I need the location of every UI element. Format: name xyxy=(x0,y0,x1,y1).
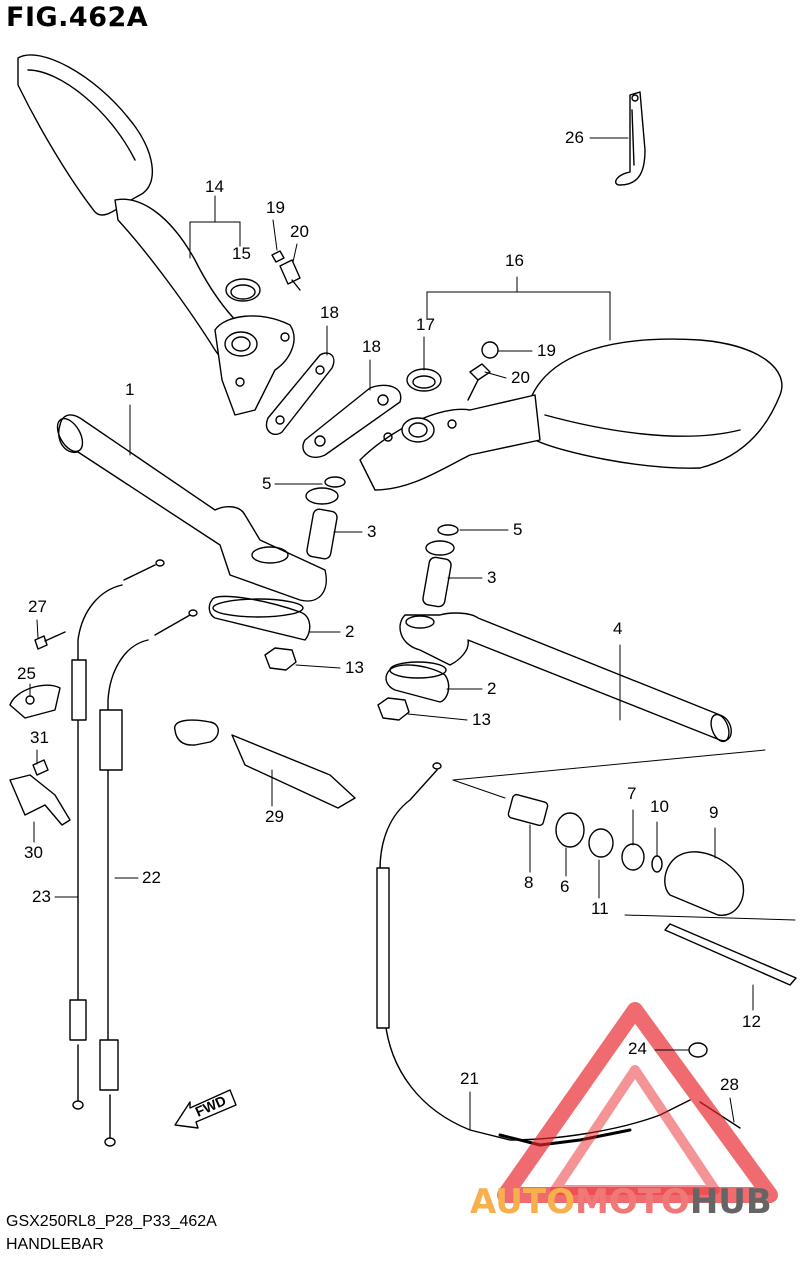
bolt-20-right xyxy=(467,363,491,401)
section-name: HANDLEBAR xyxy=(6,1236,104,1253)
collar-7 xyxy=(621,843,645,871)
callout-c10: 10 xyxy=(650,797,669,816)
callout-c30: 30 xyxy=(24,843,43,862)
callout-c26: 26 xyxy=(565,128,584,147)
callout-c11: 11 xyxy=(591,899,609,918)
washer-10 xyxy=(651,855,663,873)
handlebar-right xyxy=(399,612,732,743)
callout-c16: 16 xyxy=(505,251,524,270)
screw-31 xyxy=(32,759,49,776)
cable-guide-29 xyxy=(174,719,356,809)
bracket-26 xyxy=(615,91,646,186)
right-mirror xyxy=(359,338,783,491)
callout-c29: 29 xyxy=(265,807,284,826)
leader-line-c13a xyxy=(295,664,341,669)
clutch-cable-21 xyxy=(376,762,691,1147)
clip-24 xyxy=(688,1042,708,1058)
screw-12 xyxy=(664,923,797,986)
callout-c21: 21 xyxy=(460,1069,479,1088)
clamp-25 xyxy=(9,684,61,719)
cap-5-left xyxy=(324,476,346,488)
callout-c2b: 2 xyxy=(487,679,496,698)
callout-c19a: 19 xyxy=(266,198,285,217)
screw-27 xyxy=(34,631,66,650)
ring-17 xyxy=(406,368,442,392)
callout-c24: 24 xyxy=(628,1039,647,1058)
holder-2-left xyxy=(208,595,311,641)
callout-c5a: 5 xyxy=(262,474,271,493)
balancer-9 xyxy=(664,851,745,916)
watermark-hub: HUB xyxy=(690,1182,772,1222)
handlebar-left xyxy=(56,414,327,602)
watermark-moto: MOTO xyxy=(575,1182,690,1222)
callout-c18b: 18 xyxy=(362,337,381,356)
ring-15 xyxy=(225,278,261,302)
callout-c13b: 13 xyxy=(472,710,491,729)
nut-13-right xyxy=(377,697,410,721)
callout-c19b: 19 xyxy=(537,341,556,360)
bolt-3-left xyxy=(305,487,339,560)
svg-text:AUTOMOTOHUB: AUTOMOTOHUB xyxy=(470,1182,772,1222)
leader-line-c20a xyxy=(292,243,298,263)
callout-c8: 8 xyxy=(524,873,533,892)
callout-c12: 12 xyxy=(742,1012,761,1031)
collar-6 xyxy=(555,812,585,848)
callout-c4: 4 xyxy=(613,619,622,638)
bracket-30 xyxy=(9,774,71,826)
collar-11 xyxy=(588,828,614,858)
bolt-3-right xyxy=(422,540,455,608)
nut-8 xyxy=(507,793,549,827)
callout-c7: 7 xyxy=(627,784,636,803)
fwd-arrow: FWD xyxy=(174,1089,237,1129)
callout-c22: 22 xyxy=(142,868,161,887)
callout-c6: 6 xyxy=(560,877,569,896)
model-code: GSX250RL8_P28_P33_462A xyxy=(6,1213,217,1230)
throttle-cable-23 xyxy=(69,559,165,1110)
leader-line-c20b xyxy=(484,371,507,379)
callout-c15: 15 xyxy=(232,244,251,263)
callout-c1: 1 xyxy=(125,380,134,399)
bolt-20-left xyxy=(279,259,301,291)
figure-title: FIG.462A xyxy=(6,2,149,33)
plate-18-left xyxy=(265,352,335,436)
callout-c31: 31 xyxy=(30,728,49,747)
callout-c20a: 20 xyxy=(290,222,309,241)
callout-c25: 25 xyxy=(17,664,36,683)
callout-c5b: 5 xyxy=(513,520,522,539)
holder-2-right xyxy=(385,661,450,703)
left-mirror xyxy=(17,54,295,416)
watermark-auto: AUTO xyxy=(470,1182,575,1222)
callout-c3a: 3 xyxy=(367,522,376,541)
callout-c13a: 13 xyxy=(345,658,364,677)
leader-line-c28 xyxy=(729,1097,735,1123)
leader-line-c13b xyxy=(407,713,468,721)
watermark-logo: AUTOMOTOHUB xyxy=(470,1002,778,1222)
plate-18-right xyxy=(302,384,402,458)
callout-c20b: 20 xyxy=(511,368,530,387)
leader-line-c19a xyxy=(272,219,278,251)
callout-c9: 9 xyxy=(709,803,718,822)
cap-5-right xyxy=(437,524,459,536)
callout-c27: 27 xyxy=(28,597,47,616)
cap-19-right xyxy=(481,341,499,359)
nut-13-left xyxy=(264,647,297,671)
callout-c18a: 18 xyxy=(320,303,339,322)
bolt-19-left xyxy=(271,250,285,263)
throttle-cable-22 xyxy=(99,609,198,1147)
callout-c14: 14 xyxy=(205,177,224,196)
leader-line-c27 xyxy=(36,619,39,639)
callout-c17: 17 xyxy=(416,315,435,334)
callout-c3b: 3 xyxy=(487,568,496,587)
callout-c28: 28 xyxy=(720,1075,739,1094)
callout-c2a: 2 xyxy=(345,622,354,641)
callout-c23: 23 xyxy=(32,887,51,906)
